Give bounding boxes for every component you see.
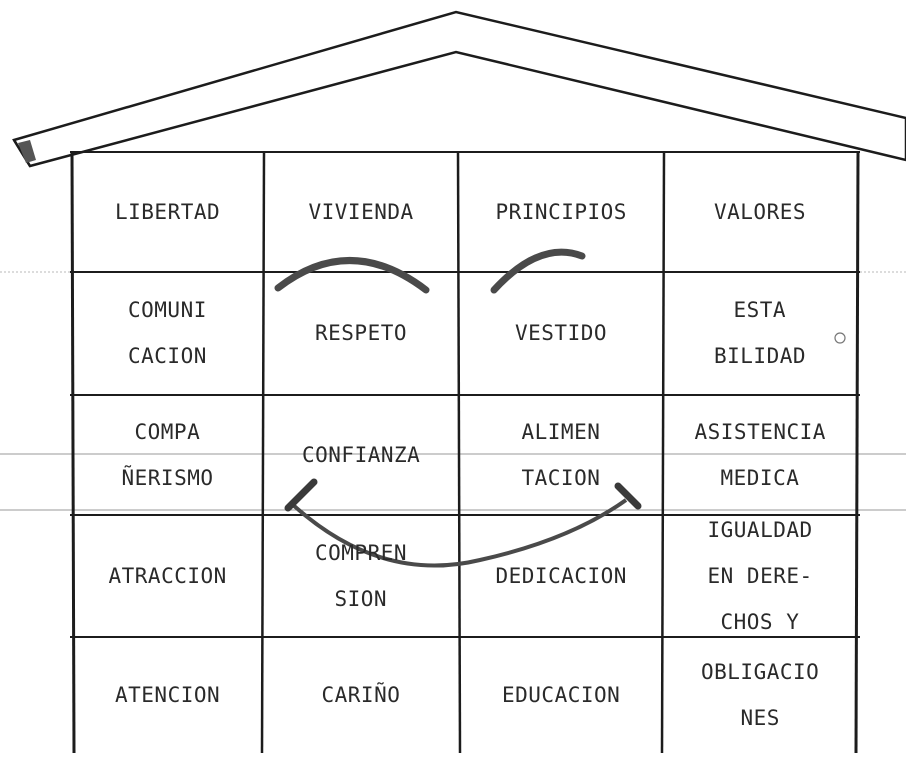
cell-2-2-line-0: ALIMEN [521,419,601,444]
cell-4-1: CARIÑO [321,682,401,707]
small-circle-mark [834,332,846,344]
cell-3-3-line-0: IGUALDAD [707,517,813,542]
cell-2-1: CONFIANZA [302,442,421,467]
cell-0-0: LIBERTAD [115,199,221,224]
house-roof [12,10,906,168]
cell-1-0-line-1: CACION [128,344,207,368]
smile-curve [290,498,628,568]
cell-2-2-line-1: TACION [521,465,601,490]
cell-3-1-line-0: COMPREN [315,540,408,565]
cell-4-3-line-1: NES [740,705,780,730]
right-eyebrow [490,248,586,294]
cell-1-2: VESTIDO [515,321,608,345]
cell-4-3-line-0: OBLIGACIO [701,659,820,684]
house-grid [70,151,860,754]
roof-outline [12,10,906,168]
smile-right-tick [614,482,642,510]
cell-3-3-line-1: EN DERE- [707,563,813,588]
cell-0-1: VIVIENDA [308,199,414,224]
cell-1-3-line-0: ESTA [733,298,787,322]
cell-1-1: RESPETO [315,321,408,345]
cell-1-0-line-0: COMUNI [128,298,207,322]
left-eyebrow [274,257,430,294]
cell-3-1-line-1: SION [334,586,388,611]
cell-2-3-line-1: MEDICA [720,465,800,490]
cell-2-0-line-1: ÑERISMO [121,465,214,490]
cell-0-2: PRINCIPIOS [495,199,627,224]
cell-3-2: DEDICACION [495,563,627,588]
cell-3-0: ATRACCION [108,563,227,588]
smile-left-tick [284,478,318,512]
roof-corner-shade [18,140,36,163]
cell-3-3-line-2: CHOS Y [720,609,800,634]
cell-4-2: EDUCACION [502,682,621,707]
face-smile [284,478,642,568]
cell-4-0: ATENCION [115,682,221,707]
cell-0-3: VALORES [714,199,807,224]
face-eyebrows [274,248,586,294]
cell-2-3-line-0: ASISTENCIA [694,419,826,444]
cell-1-3-line-1: BILIDAD [714,344,807,368]
cell-2-0-line-0: COMPA [134,419,201,444]
